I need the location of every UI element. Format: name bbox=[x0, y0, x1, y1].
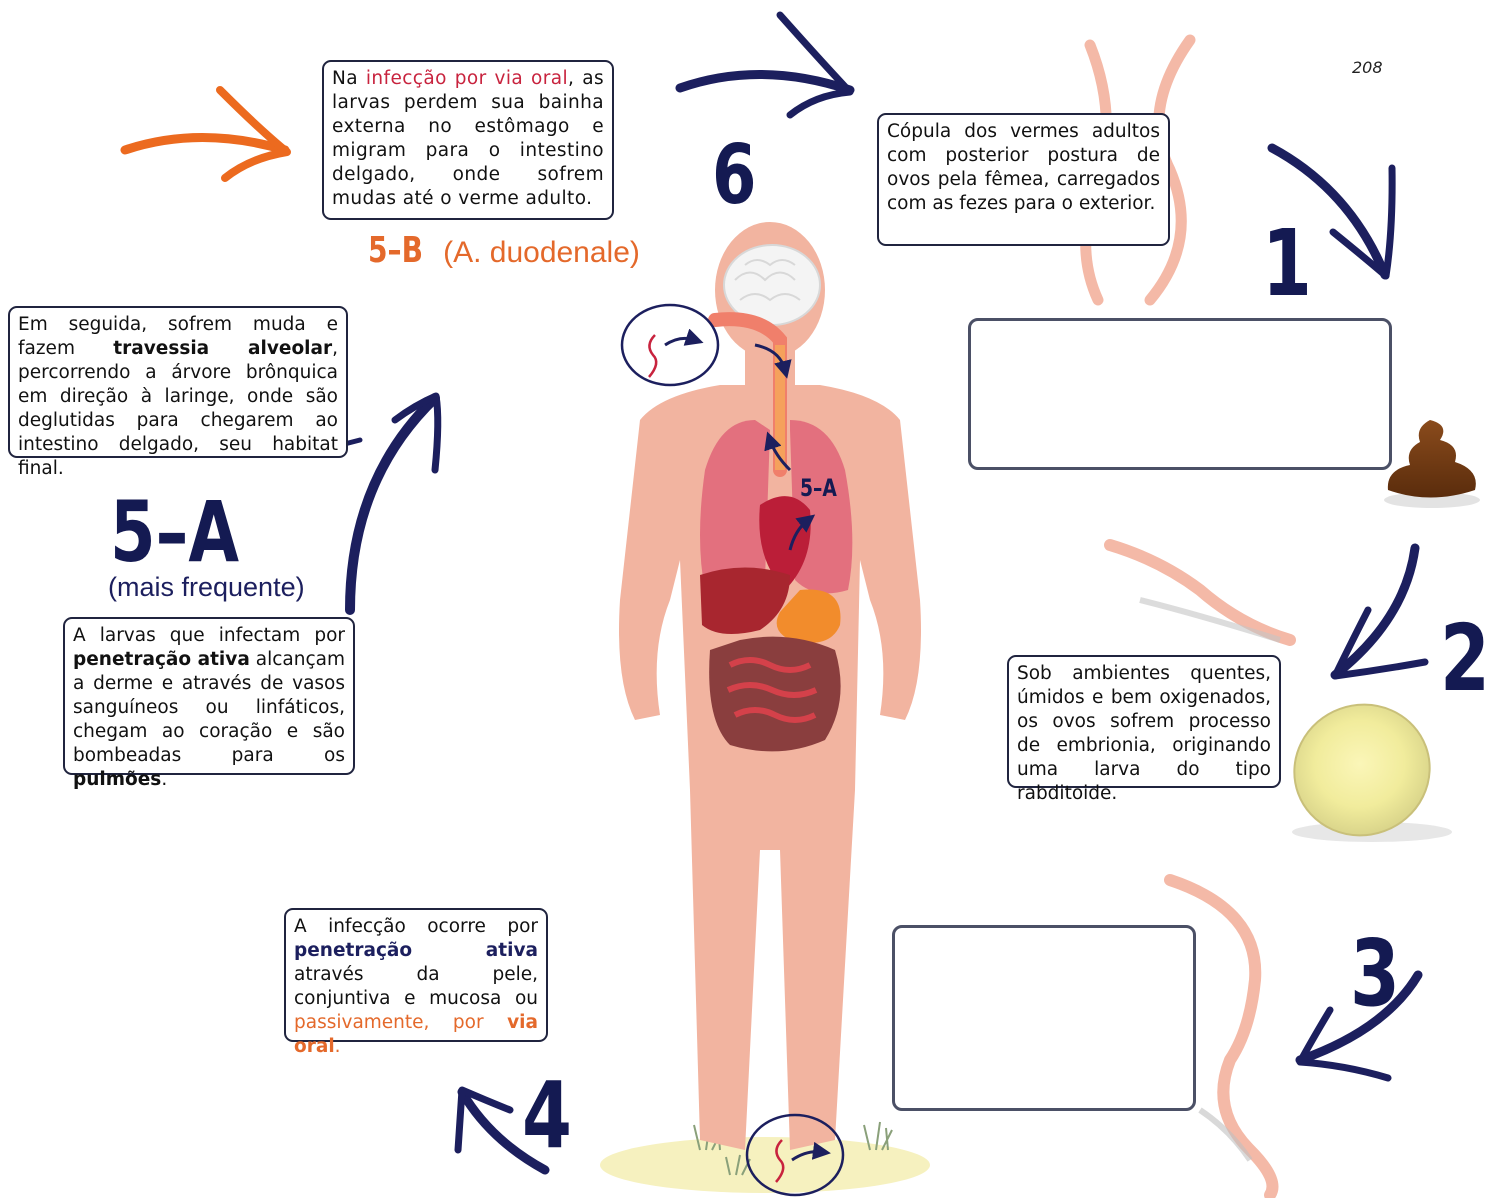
alveolar-crossing-highlight: travessia alveolar bbox=[113, 338, 332, 359]
box-step-5a-bottom: A larvas que infectam por penetração ati… bbox=[63, 617, 355, 775]
answer-box-1 bbox=[968, 318, 1392, 470]
page-number: 208 bbox=[1352, 58, 1383, 77]
step-6-number: 6 bbox=[712, 128, 757, 223]
feces-icon bbox=[1384, 420, 1480, 508]
box-step-1: Cópula dos vermes adultos com posterior … bbox=[877, 113, 1170, 246]
ground-patch bbox=[600, 1137, 930, 1193]
arrow-6 bbox=[680, 74, 850, 90]
intestines bbox=[709, 637, 840, 752]
step-1-number: 1 bbox=[1262, 210, 1312, 317]
active-penetration-highlight-2: penetração ativa bbox=[294, 940, 538, 961]
egg-icon bbox=[1276, 686, 1452, 855]
box-step-5a-top: Em seguida, sofrem muda e fazem travessi… bbox=[8, 306, 348, 458]
step-5b-number: 5–B bbox=[368, 230, 418, 271]
step-3-number: 3 bbox=[1350, 920, 1400, 1027]
mouth-larva-circle bbox=[622, 305, 718, 385]
lungs-highlight: pulmões bbox=[73, 769, 161, 790]
oral-infection-highlight: infecção por via oral bbox=[366, 68, 568, 89]
step-4-number: 4 bbox=[522, 1062, 572, 1169]
step-2-number: 2 bbox=[1440, 605, 1490, 712]
box-step-4: A infecção ocorre por penetração ativa a… bbox=[284, 908, 548, 1042]
arrow-orange bbox=[125, 138, 285, 151]
step-5a-number: 5–A bbox=[110, 483, 239, 581]
mais-frequente-label: (mais frequente) bbox=[108, 572, 305, 603]
step-5a-small-label: 5–A bbox=[800, 474, 837, 502]
rhabditoid-larva bbox=[1110, 545, 1290, 640]
step-5b-heading: 5–B (A. duodenale) bbox=[368, 230, 640, 271]
passive-highlight: passivamente bbox=[294, 1012, 424, 1033]
box-step-6: Na infecção por via oral, as larvas perd… bbox=[322, 60, 614, 220]
duodenale-label: (A. duodenale) bbox=[443, 236, 640, 269]
box-step-2: Sob ambientes quentes, úmidos e bem oxig… bbox=[1007, 655, 1281, 788]
arrow-5a bbox=[350, 398, 435, 610]
active-penetration-highlight: penetração ativa bbox=[73, 649, 250, 670]
answer-box-3 bbox=[892, 925, 1196, 1111]
